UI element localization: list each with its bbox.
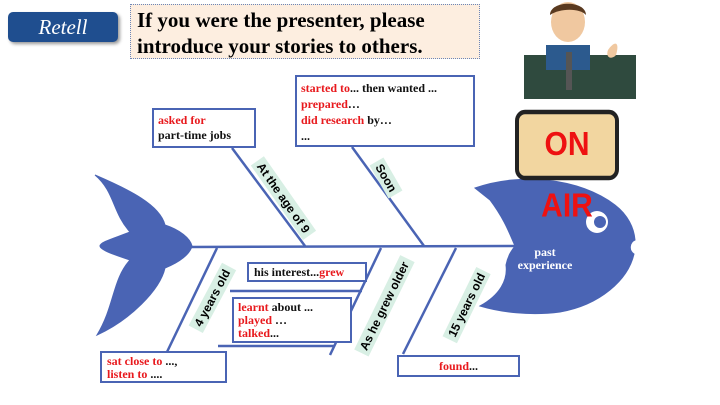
box-his-interest: his interest...grew — [247, 262, 367, 282]
fish-tail — [94, 174, 193, 337]
title-line: introduce your stories to others. — [137, 34, 423, 58]
on-air-sign: ON AIR — [515, 109, 619, 224]
box-sat-close: sat close to ..., listen to .... — [100, 351, 227, 383]
box-started-to: started to... then wanted ... prepared… … — [295, 75, 475, 147]
box-learnt: learnt about ... played … talked... — [232, 297, 352, 343]
box-found: found... — [397, 355, 520, 377]
spine — [189, 244, 516, 249]
title-line: If you were the presenter, please — [137, 8, 425, 32]
retell-button[interactable]: Retell — [8, 12, 118, 42]
presenter-image — [524, 2, 636, 99]
